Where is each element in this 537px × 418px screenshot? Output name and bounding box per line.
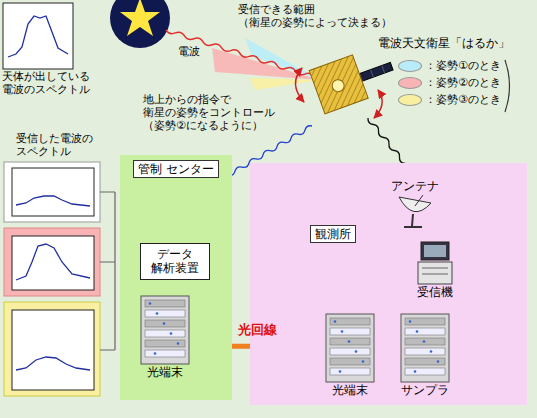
node-label: 光端末	[320, 383, 380, 397]
bracket-line	[100, 192, 115, 350]
antenna: アンテナ	[380, 179, 450, 229]
analysis-box: データ 解析装置	[140, 243, 210, 280]
node-label: 天体が出している 電波のスペクトル	[2, 70, 102, 96]
legend-bracket	[505, 60, 510, 112]
spectrum-box: 天体が出している 電波のスペクトル	[2, 2, 102, 96]
note-label: 受信できる範囲 （衛星の姿勢によって決まる）	[238, 3, 408, 29]
legend: ：姿勢①のとき ：姿勢②のとき ：姿勢③のとき	[398, 57, 501, 108]
attitude-arrow	[295, 68, 304, 102]
observatory-panel: 観測所 アンテナ受信機サンプラ 光端末	[250, 163, 527, 405]
received-spectrum-1	[4, 162, 100, 222]
legend-text: ：姿勢①のとき	[425, 58, 501, 73]
optical-terminal: 光端末	[320, 313, 380, 397]
node-label: データ 解析装置	[145, 247, 205, 276]
note-label: 電波天文衛星「はるか」	[378, 36, 528, 50]
receiver: 受信機	[405, 241, 465, 299]
rack-icon	[325, 313, 375, 383]
rack-icon	[140, 295, 190, 365]
radio-wave	[166, 30, 314, 77]
receiver-icon	[415, 241, 455, 285]
antenna-icon	[395, 193, 435, 229]
node-label: 光端末	[135, 365, 195, 379]
note-label: 地上からの指令で 衛星の姿勢をコントロール （姿勢②になるように）	[143, 93, 298, 133]
received-spectrum-3	[4, 302, 100, 396]
legend-row: ：姿勢①のとき	[398, 57, 501, 74]
panel-heading: 管制 センター	[133, 160, 219, 178]
celestial-body	[110, 0, 170, 48]
legend-swatch	[398, 77, 422, 89]
star-symbol	[120, 0, 160, 36]
control-center-panel: 管制 センターデータ 解析装置光端末	[120, 155, 232, 400]
node-label: サンプラ	[395, 383, 455, 397]
legend-swatch	[398, 94, 422, 106]
node-label: 受信機	[405, 285, 465, 299]
legend-text: ：姿勢②のとき	[425, 75, 501, 90]
rack-icon	[400, 313, 450, 383]
satellite	[309, 44, 399, 114]
panel-heading: 観測所	[310, 225, 356, 243]
edge-label: 光回線	[238, 322, 277, 338]
attitude-arrow	[374, 90, 382, 118]
node-label: アンテナ	[380, 179, 450, 193]
optical-terminal: 光端末	[135, 295, 195, 379]
legend-row: ：姿勢②のとき	[398, 74, 501, 91]
note-label: 電波	[178, 45, 208, 58]
reception-range-3	[250, 78, 320, 90]
sampler: サンプラ	[395, 313, 455, 397]
received-spectrum-2	[4, 228, 100, 296]
spectrum-graph	[2, 2, 74, 70]
legend-row: ：姿勢③のとき	[398, 91, 501, 108]
legend-text: ：姿勢③のとき	[425, 92, 501, 107]
legend-swatch	[398, 60, 422, 72]
note-label: 受信した電波の スペクトル	[16, 132, 116, 158]
